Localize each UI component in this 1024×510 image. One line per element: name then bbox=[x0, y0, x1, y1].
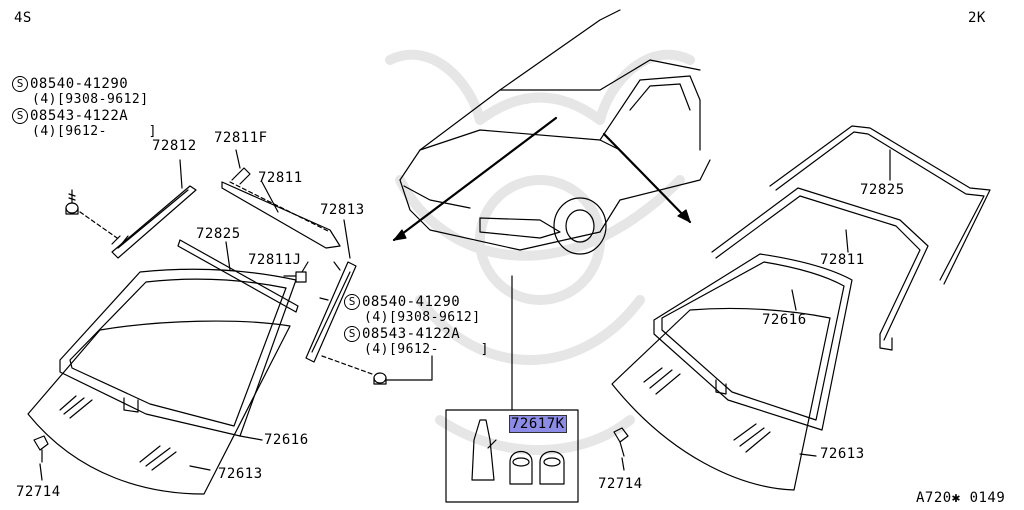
part-callout-72714[interactable]: 72714 bbox=[16, 484, 61, 500]
page-code-top-left: 4S bbox=[14, 10, 32, 26]
standard-part-icon: S bbox=[344, 326, 360, 342]
bolt-part-number: 08540-41290 bbox=[362, 294, 461, 310]
standard-part-icon: S bbox=[12, 108, 28, 124]
part-callout-72714-right[interactable]: 72714 bbox=[598, 476, 643, 492]
bolt-left-icon bbox=[65, 189, 121, 241]
part-callout-72616-right[interactable]: 72616 bbox=[762, 312, 807, 328]
weatherstrip-right bbox=[653, 253, 853, 431]
clip-72714-right-icon bbox=[613, 427, 629, 471]
part-callout-72825[interactable]: 72825 bbox=[196, 226, 241, 242]
part-callout-72811[interactable]: 72811 bbox=[258, 170, 303, 186]
cowl-72811-right bbox=[711, 187, 929, 351]
standard-part-icon: S bbox=[12, 76, 28, 92]
part-callout-72825-right[interactable]: 72825 bbox=[860, 182, 905, 198]
part-callout-72811F[interactable]: 72811F bbox=[214, 130, 268, 146]
bolt-usage: (4)[9612- ] bbox=[364, 342, 489, 357]
bolt-mid-icon bbox=[321, 355, 433, 385]
windshield-left bbox=[27, 320, 291, 495]
windshield-right bbox=[611, 307, 831, 491]
bolt-usage: (4)[9612- ] bbox=[32, 124, 157, 139]
part-callout-72812[interactable]: 72812 bbox=[152, 138, 197, 154]
bolt-usage: (4)[9308-9612] bbox=[364, 310, 481, 325]
strip-72825-left bbox=[177, 239, 299, 313]
kit-box bbox=[445, 409, 579, 503]
strip-72813 bbox=[305, 219, 357, 363]
part-callout-72811J[interactable]: 72811J bbox=[248, 252, 302, 268]
part-callout-72613-right[interactable]: 72613 bbox=[820, 446, 865, 462]
bolt-part-number: 08543-4122A bbox=[362, 326, 461, 342]
clip-72714-left-icon bbox=[33, 435, 49, 481]
strip-72825-right bbox=[769, 125, 991, 285]
part-callout-72613[interactable]: 72613 bbox=[218, 466, 263, 482]
bolt-part-number: 08540-41290 bbox=[30, 76, 129, 92]
page-code-top-right: 2K bbox=[968, 10, 986, 26]
bolt-usage: (4)[9308-9612] bbox=[32, 92, 149, 107]
part-callout-72616[interactable]: 72616 bbox=[264, 432, 309, 448]
standard-part-icon: S bbox=[344, 294, 360, 310]
arrow-icon bbox=[392, 116, 692, 242]
strip-72812 bbox=[111, 159, 197, 259]
part-callout-72617K[interactable]: 72617K bbox=[509, 415, 567, 433]
part-callout-72811-right[interactable]: 72811 bbox=[820, 252, 865, 268]
car-illustration bbox=[399, 9, 711, 411]
part-callout-72813[interactable]: 72813 bbox=[320, 202, 365, 218]
cowl-72811 bbox=[221, 149, 341, 249]
weatherstrip-left bbox=[59, 268, 297, 441]
diagram-id: A720✱ 0149 bbox=[916, 490, 1006, 506]
clip-72811J bbox=[283, 261, 309, 283]
watermark-logo bbox=[385, 49, 695, 455]
bolt-part-number: 08543-4122A bbox=[30, 108, 129, 124]
